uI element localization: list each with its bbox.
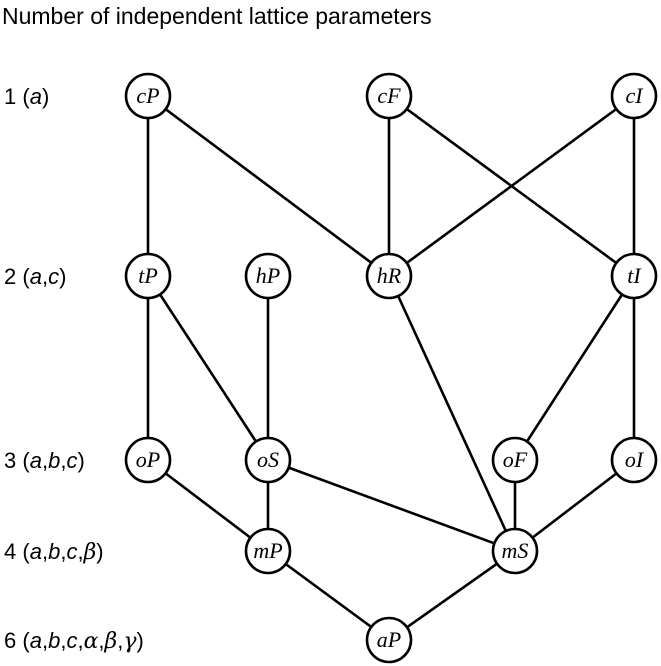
node-circle	[244, 436, 292, 484]
row-param: c	[66, 628, 77, 653]
row-label-3: 3 (a,b,c)	[4, 448, 85, 473]
node-circle	[491, 436, 539, 484]
node-label: oS	[257, 447, 279, 472]
node-label: aP	[377, 627, 401, 652]
node-cP: cP	[124, 72, 172, 120]
edge-hR-mS	[387, 275, 517, 552]
node-circle	[365, 252, 413, 300]
node-label: tP	[138, 263, 158, 288]
edge-tP-oS	[146, 275, 270, 461]
node-label: mS	[502, 538, 529, 563]
node-tP: tP	[124, 252, 172, 300]
node-mP: mP	[244, 527, 292, 575]
node-circle	[610, 436, 658, 484]
edge-tI-oF	[513, 275, 636, 461]
row-param: γ	[123, 629, 137, 654]
node-circle	[365, 616, 413, 664]
row-label-number: 3 (	[4, 448, 30, 473]
node-label: tI	[627, 263, 642, 288]
edge-mP-aP	[267, 549, 390, 642]
node-label: oI	[625, 447, 645, 472]
row-param: c	[48, 264, 59, 289]
node-label: cF	[377, 83, 401, 108]
node-label: cI	[625, 83, 644, 108]
node-oI: oI	[610, 436, 658, 484]
row-param: a	[30, 448, 42, 473]
node-oS: oS	[244, 436, 292, 484]
row-param: c	[66, 448, 77, 473]
node-circle	[491, 527, 539, 575]
node-circle	[365, 72, 413, 120]
node-hP: hP	[244, 252, 292, 300]
node-label: oF	[503, 447, 528, 472]
node-label: cP	[136, 83, 159, 108]
nodes: cP cF cI tP hP hR tI oP oS oF oI mP mS aP	[124, 72, 658, 664]
diagram-title: Number of independent lattice parameters	[2, 3, 432, 29]
row-label-number: 6 (	[4, 628, 30, 653]
node-cI: cI	[610, 72, 658, 120]
node-oP: oP	[124, 436, 172, 484]
row-param: α	[84, 629, 99, 654]
row-param: β	[104, 629, 118, 654]
row-label-number: 4 (	[4, 539, 30, 564]
row-param: a	[30, 539, 42, 564]
node-circle	[124, 72, 172, 120]
node-tI: tI	[610, 252, 658, 300]
node-oF: oF	[491, 436, 539, 484]
row-param: c	[66, 539, 77, 564]
node-label: hP	[256, 263, 280, 288]
row-label-number: 2 (	[4, 264, 30, 289]
row-labels: 1 (a) 2 (a,c) 3 (a,b,c) 4 (a,b,c,β) 6 (a,b,c…	[4, 84, 144, 654]
node-label: hR	[377, 263, 402, 288]
node-circle	[610, 252, 658, 300]
row-param: b	[48, 448, 60, 473]
row-label-4: 4 (a,b,c,β)	[4, 539, 104, 565]
row-param: b	[48, 539, 60, 564]
row-label-number: 1 (	[4, 84, 30, 109]
edge-oP-mP	[147, 458, 269, 553]
row-label-6: 6 (a,b,c,α,β,γ)	[4, 628, 144, 654]
node-circle	[244, 527, 292, 575]
row-label-1: 1 (a)	[4, 84, 49, 109]
node-circle	[610, 72, 658, 120]
node-aP: aP	[365, 616, 413, 664]
node-cF: cF	[365, 72, 413, 120]
row-param: a	[30, 628, 42, 653]
edge-mS-aP	[388, 549, 516, 642]
node-circle	[124, 252, 172, 300]
row-label-2: 2 (a,c)	[4, 264, 66, 289]
row-param: b	[48, 628, 60, 653]
edge-oI-mS	[514, 458, 635, 553]
edge-cI-hR	[388, 94, 635, 278]
edge-oS-mS	[267, 458, 516, 553]
node-hR: hR	[365, 252, 413, 300]
node-circle	[244, 252, 292, 300]
node-circle	[124, 436, 172, 484]
row-param: β	[83, 540, 97, 565]
row-param: a	[30, 84, 42, 109]
edge-cP-hR	[147, 94, 390, 278]
node-mS: mS	[491, 527, 539, 575]
node-label: oP	[136, 447, 160, 472]
node-label: mP	[253, 538, 282, 563]
row-param: a	[30, 264, 42, 289]
edges	[146, 94, 636, 642]
